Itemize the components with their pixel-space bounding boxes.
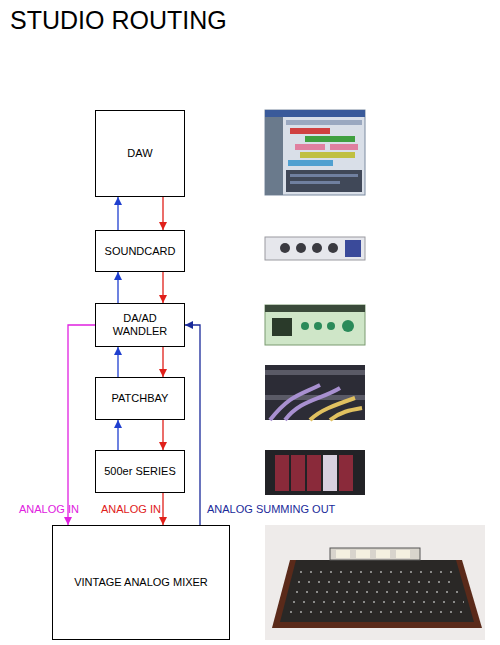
converter-photo [265, 305, 365, 345]
photo-part [376, 550, 390, 558]
signal-arrow [117, 272, 118, 303]
photo-part [330, 548, 420, 560]
signal-arrow [162, 493, 163, 525]
process-box: PATCHBAY [95, 377, 185, 420]
signal-arrow [117, 347, 118, 377]
box-label: DAW [125, 147, 154, 160]
photo-part [265, 110, 365, 117]
photo-part [265, 305, 365, 312]
photo-part [286, 170, 362, 192]
process-box: DA/AD WANDLER [95, 303, 185, 347]
box-label: DA/AD WANDLER [96, 312, 184, 338]
signal-arrow [162, 272, 163, 303]
photo-part [280, 243, 290, 253]
diagram-title: STUDIO ROUTING [10, 6, 227, 35]
photo-part [290, 181, 340, 184]
photo-part [323, 455, 337, 491]
photo-part [345, 240, 361, 257]
photo-part [270, 385, 320, 420]
signal-arrow [185, 325, 200, 525]
photo-part [265, 370, 365, 375]
photo-part [286, 120, 362, 125]
photo-part [265, 525, 485, 640]
rack-500-photo [265, 450, 365, 495]
soundcard-photo [265, 237, 365, 260]
photo-part [356, 550, 370, 558]
process-box: 500er SERIES [95, 450, 185, 493]
photo-part [327, 322, 335, 330]
box-label: VINTAGE ANALOG MIXER [72, 576, 210, 589]
photo-part [314, 322, 322, 330]
box-label: PATCHBAY [110, 392, 171, 405]
signal-arrow [117, 420, 118, 450]
photo-part [301, 322, 309, 330]
photo-part [280, 560, 474, 622]
photo-part [305, 136, 355, 142]
signal-arrow [68, 325, 95, 525]
photo-part [295, 144, 325, 150]
daw-screenshot [265, 110, 365, 195]
photo-part [290, 128, 330, 134]
photo-part [339, 455, 353, 491]
photo-part [330, 408, 362, 420]
mixer-box: VINTAGE ANALOG MIXER [52, 525, 230, 640]
signal-arrow [162, 197, 163, 230]
signal-arrow [117, 197, 118, 230]
photo-part [330, 144, 358, 150]
signal-arrow [162, 347, 163, 377]
box-label: SOUNDCARD [103, 245, 178, 258]
photo-part [265, 110, 365, 195]
photo-part [265, 305, 365, 345]
photo-part [265, 365, 365, 420]
signal-label: ANALOG IN [101, 503, 161, 515]
photo-part [265, 237, 365, 260]
photo-part [291, 455, 305, 491]
photo-part [288, 160, 333, 166]
photo-part [396, 550, 410, 558]
photo-part [272, 318, 292, 336]
signal-label: ANALOG SUMMING OUT [207, 503, 335, 515]
patchbay-photo [265, 365, 365, 420]
photo-part [272, 560, 482, 628]
photo-part [300, 152, 355, 158]
photo-part [265, 117, 283, 195]
process-box: SOUNDCARD [95, 230, 185, 272]
photo-part [290, 174, 358, 177]
photo-part [336, 550, 350, 558]
box-label: 500er SERIES [102, 465, 178, 478]
photo-part [307, 455, 321, 491]
signal-arrow [162, 420, 163, 450]
photo-part [296, 243, 306, 253]
photo-part [342, 320, 354, 332]
photo-part [328, 243, 338, 253]
process-box: DAW [95, 110, 185, 197]
photo-part [290, 572, 468, 612]
mixer-photo [265, 525, 485, 640]
photo-part [265, 450, 365, 495]
photo-part [275, 455, 289, 491]
photo-part [312, 243, 322, 253]
signal-label: ANALOG IN [19, 503, 79, 515]
